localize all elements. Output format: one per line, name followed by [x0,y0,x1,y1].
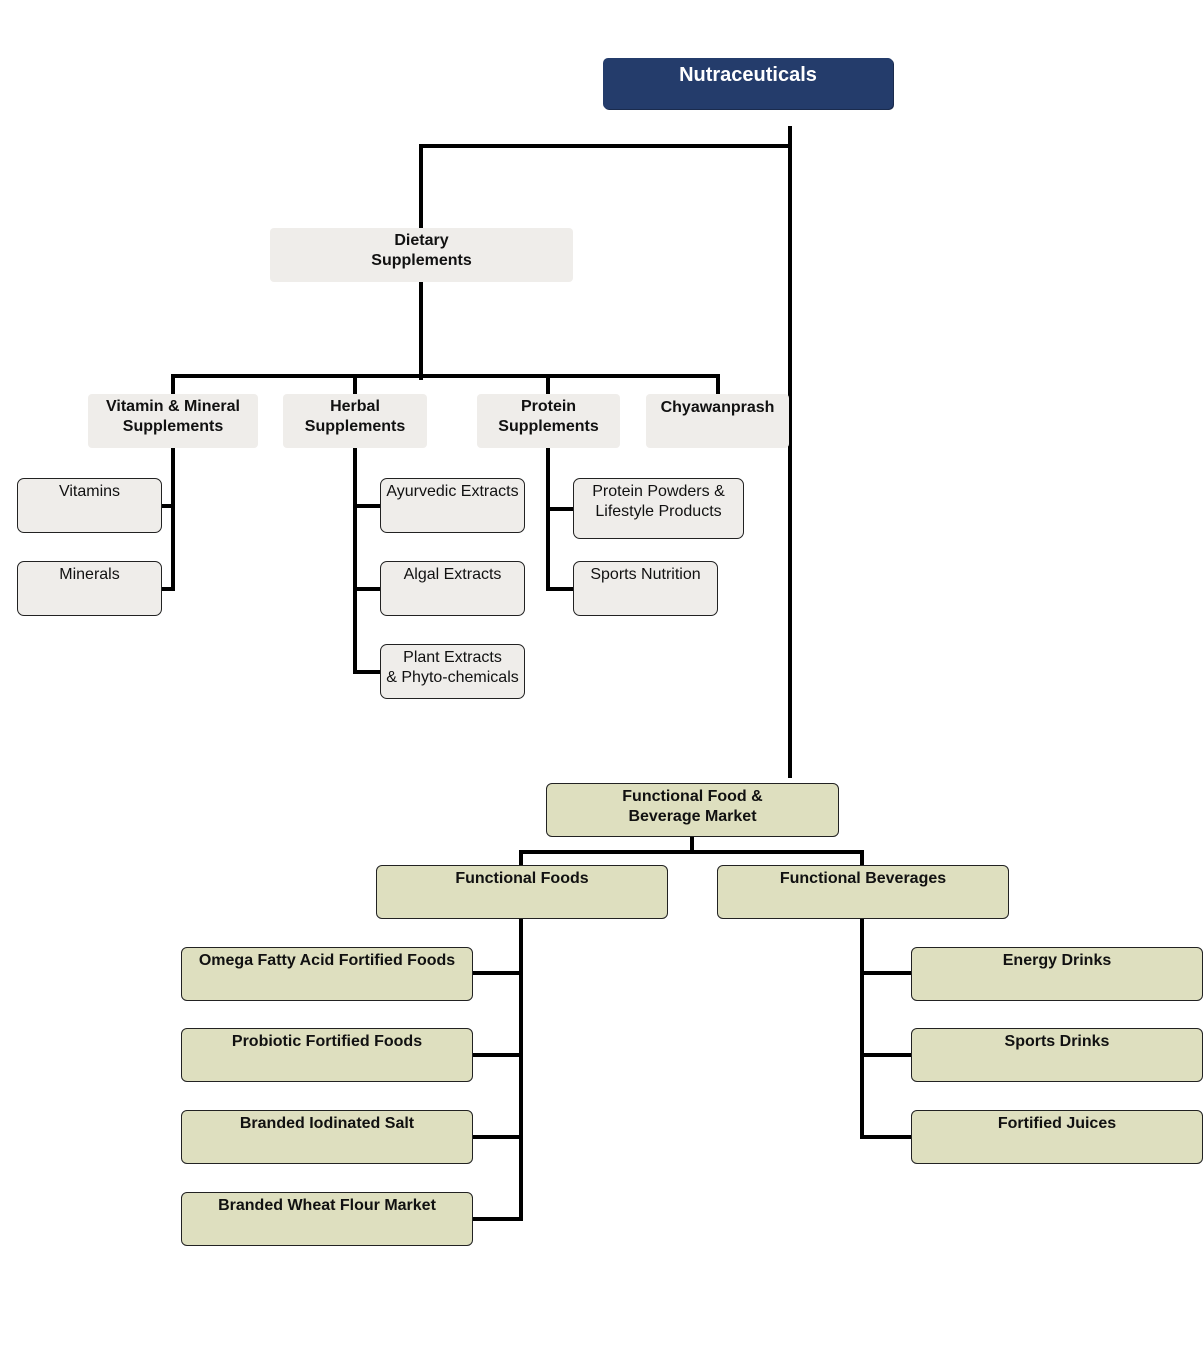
node-label: Lifestyle Products [595,503,722,520]
node-minerals: Minerals [17,561,162,616]
node-energy-drinks: Energy Drinks [911,947,1203,1001]
node-label: Probiotic Fortified Foods [231,1033,423,1050]
node-label: Functional Foods [455,870,589,887]
node-label: Plant Extracts [403,649,502,666]
node-omega-fatty-acid-fortified-foods: Omega Fatty Acid Fortified Foods [181,947,473,1001]
node-fortified-juices: Fortified Juices [911,1110,1203,1164]
node-vitamins: Vitamins [17,478,162,533]
node-functional-food-beverage-market: Functional Food & Beverage Market [546,783,839,837]
node-label: Supplements [122,418,224,435]
node-herbal-supplements: Herbal Supplements [283,394,427,448]
node-chyawanprash: Chyawanprash [646,394,789,448]
node-plant-extracts: Plant Extracts & Phyto-chemicals [380,644,525,699]
node-label: Omega Fatty Acid Fortified Foods [198,952,456,969]
node-label: Sports Nutrition [590,566,701,583]
node-probiotic-fortified-foods: Probiotic Fortified Foods [181,1028,473,1082]
node-label: Ayurvedic Extracts [386,483,519,500]
node-sports-drinks: Sports Drinks [911,1028,1203,1082]
node-sports-nutrition: Sports Nutrition [573,561,718,616]
node-label: Functional Beverages [779,870,947,887]
node-label: Sports Drinks [1004,1033,1110,1050]
node-label: Minerals [59,566,120,583]
node-dietary-supplements: Dietary Supplements [270,228,573,282]
node-label: Vitamin & Mineral [106,398,240,415]
node-functional-beverages: Functional Beverages [717,865,1009,919]
node-label: Supplements [371,252,472,269]
node-label: Protein Powders & [592,483,725,500]
node-label: Beverage Market [628,808,757,825]
node-branded-wheat-flour-market: Branded Wheat Flour Market [181,1192,473,1246]
node-label: Energy Drinks [1002,952,1112,969]
node-branded-iodinated-salt: Branded Iodinated Salt [181,1110,473,1164]
node-label: Algal Extracts [403,566,502,583]
node-protein-supplements: Protein Supplements [477,394,620,448]
node-label: Branded Iodinated Salt [239,1115,415,1132]
node-vitamin-mineral-supplements: Vitamin & Mineral Supplements [88,394,258,448]
node-label: Vitamins [58,483,121,500]
node-algal-extracts: Algal Extracts [380,561,525,616]
node-label: & Phyto-chemicals [386,669,519,686]
node-label: Supplements [304,418,406,435]
node-label: Functional Food & [622,788,763,805]
node-label: Nutraceuticals [679,64,817,86]
node-label: Branded Wheat Flour Market [218,1197,436,1214]
node-label: Supplements [498,418,599,435]
node-nutraceuticals: Nutraceuticals [603,58,893,109]
node-label: Herbal [330,398,380,415]
node-label: Dietary [394,232,449,249]
node-protein-powders: Protein Powders & Lifestyle Products [573,478,744,539]
node-label: Protein [520,398,577,415]
node-label: Fortified Juices [997,1115,1117,1132]
node-ayurvedic-extracts: Ayurvedic Extracts [380,478,525,533]
node-label: Chyawanprash [660,399,775,416]
node-functional-foods: Functional Foods [376,865,668,919]
